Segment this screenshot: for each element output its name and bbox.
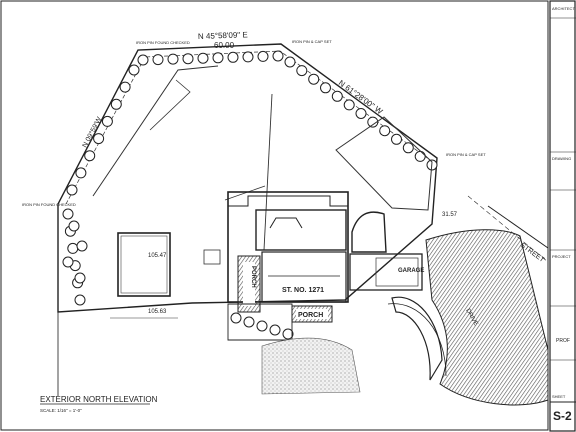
dist-shed-label: 105.47 [148,253,167,259]
drawing-scale: SCALE: 1/16" = 1'-0" [40,408,82,413]
planter-bed-right [335,116,433,211]
front-porch-label-box [296,309,328,319]
garage-label: GARAGE [398,268,424,274]
tree-symbol [68,220,80,232]
tree-symbol [84,150,96,162]
tree-symbol [197,52,209,64]
tree-symbol [343,99,355,111]
dist-left-bottom-label: 105.63 [148,309,167,315]
side-porch-label: PORCH [250,266,256,288]
tree-symbol [243,316,255,328]
iron-pin-e-label: IRON PIN & CAP SET [446,152,486,157]
tree-symbol [128,64,140,76]
tree-symbol [296,65,308,77]
tb-label-sheet: SHEET [552,394,566,399]
tree-symbol [257,50,269,62]
sheet-number: S-2 [553,409,572,423]
iron-pin-nw-label: IRON PIN FOUND CHECKED [136,40,190,45]
tree-symbol [320,82,331,94]
house-upper-room [255,209,347,251]
tree-symbol [269,324,281,336]
street-line-2 [467,195,549,263]
bearing-left-label: N 09°59'W [81,115,104,149]
tree-symbol [74,272,86,284]
tree-symbol [137,54,149,66]
tree-symbol [284,56,296,68]
tree-symbol [110,98,122,110]
driveway-hatched [425,229,549,406]
tree-symbol [272,50,284,62]
round-bay [351,211,387,253]
garage [349,253,423,291]
tree-symbol [101,115,113,127]
tree-symbol [167,53,179,65]
tree-symbol [74,294,86,306]
tree-symbol [182,53,194,65]
side-porch-label-box [243,262,255,306]
bearing-top-label: N 45°58'09" E [198,30,248,41]
iron-pin-w-label: IRON PIN FOUND CHECKED [22,202,76,207]
outbuilding-inner [120,235,168,294]
tree-symbol [230,312,242,324]
tree-symbol [379,125,391,137]
tree-row-group [62,50,438,340]
tree-symbol [282,328,294,340]
leader-line-2 [224,185,266,201]
tb-label-prof: PROF [556,338,570,344]
tree-symbol [355,108,367,119]
tree-symbol [152,54,164,66]
distance-top-label: 60.00 [214,41,235,50]
tb-label-project: PROJECT [552,254,571,259]
leader-line-1 [263,93,273,251]
iron-pin-ne-label: IRON PIN & CAP SET [292,39,332,44]
main-room [261,251,347,303]
tree-symbol [331,90,343,102]
outbuilding [117,232,171,297]
curved-walk-edge [387,303,447,377]
tree-symbol [212,52,224,64]
tree-symbol [75,167,87,179]
tree-symbol [308,73,320,85]
tree-symbol [62,256,74,268]
drawing-frame [0,0,549,431]
drawing-title: EXTERIOR NORTH ELEVATION [40,395,158,404]
stair-detail [269,217,303,229]
dist-right-label: 31.57 [442,212,458,218]
lawn-stipple [261,337,361,395]
tree-symbol [67,242,79,254]
tree-symbol [66,184,78,196]
tree-symbol [93,133,105,145]
utility-box [203,249,221,265]
tb-label-drawing: DRAWING [552,156,571,161]
tree-symbol [76,240,88,252]
title-block [549,0,576,432]
house-upper-wall [228,195,348,207]
tree-symbol [414,150,426,162]
garage-inner [375,257,419,287]
tree-symbol [119,81,131,93]
tree-symbol [367,116,379,128]
tree-symbol [391,133,402,145]
tree-symbol [62,208,74,220]
tree-symbol [242,51,254,63]
tree-symbol [256,320,268,332]
lot-number-label: ST. NO. 1271 [282,287,324,294]
fence-line [92,65,219,197]
property-boundary-inner [65,50,431,205]
front-porch-label: PORCH [298,312,323,319]
tb-label-top: ARCHITECT [552,6,575,11]
tree-symbol [227,51,239,63]
curved-walk [391,296,443,381]
tree-symbol [402,142,414,154]
street-line-1 [487,205,549,249]
fence-line-2 [149,79,191,131]
